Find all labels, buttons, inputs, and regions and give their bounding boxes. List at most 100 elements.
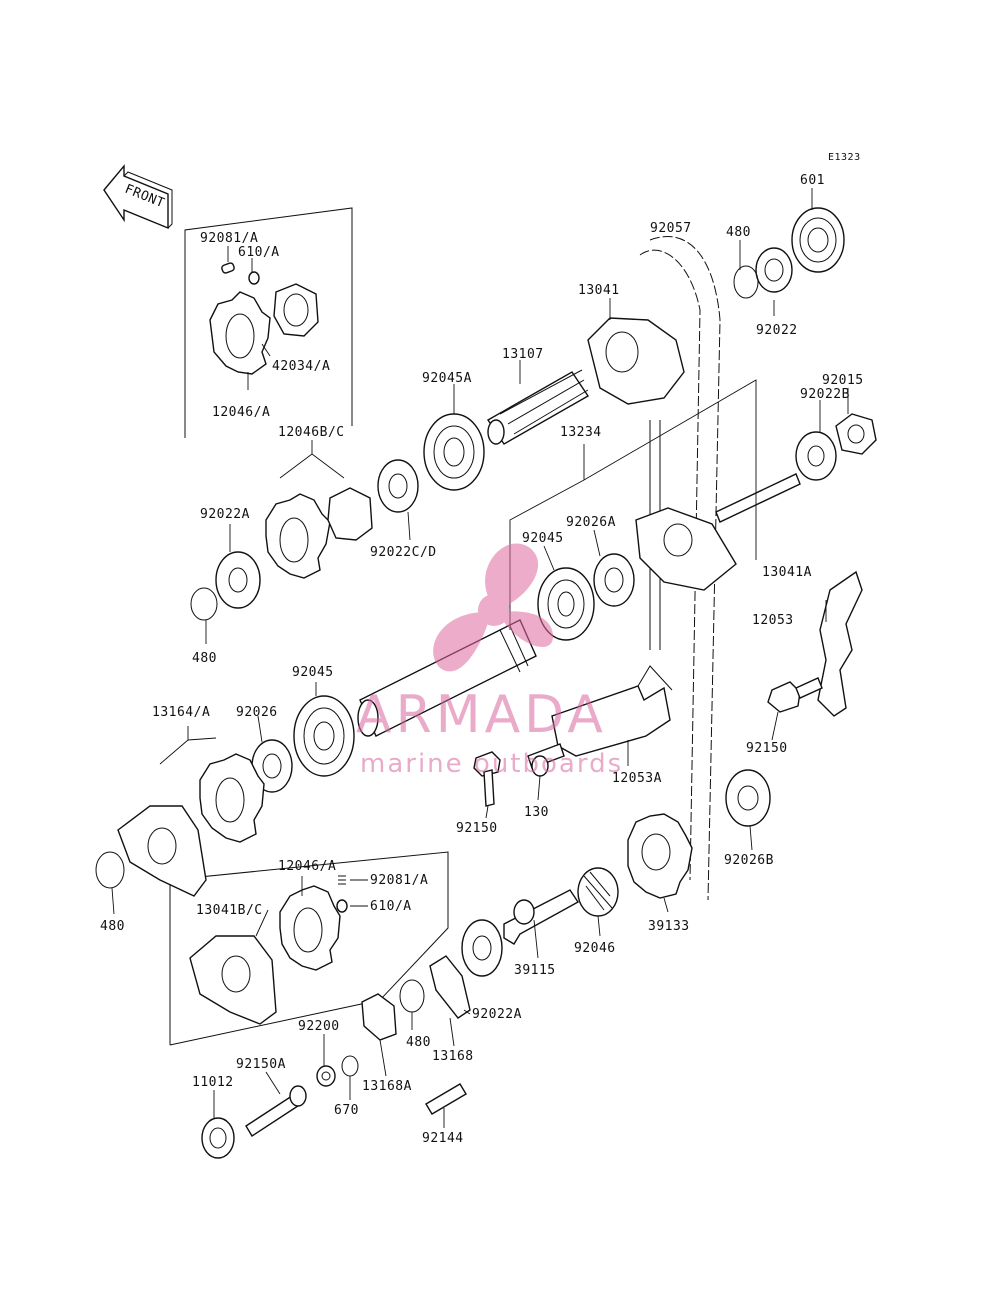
part-label-13164a: 13164/A (152, 705, 210, 720)
part-label-601: 601 (800, 173, 825, 188)
part-label-13168a: 13168A (362, 1079, 412, 1094)
part-label-92150-right: 92150 (746, 741, 788, 756)
part-label-92022cd: 92022C/D (370, 545, 437, 560)
hub-12046bc (327, 487, 373, 541)
part-label-13107: 13107 (502, 347, 544, 362)
part-label-12046bc: 12046B/C (278, 425, 345, 440)
part-label-610a: 610/A (238, 245, 280, 260)
part-label-13234: 13234 (560, 425, 602, 440)
sprocket-12046a-top (209, 291, 271, 375)
part-label-92081a-low: 92081/A (370, 873, 428, 888)
circlip-480-top (733, 265, 759, 299)
part-label-92022b: 92022B (800, 387, 850, 402)
bolt-92150a (245, 1085, 307, 1137)
part-label-92026a: 92026A (566, 515, 616, 530)
part-label-11012: 11012 (192, 1075, 234, 1090)
part-label-92200: 92200 (298, 1019, 340, 1034)
group-box-bottom (169, 851, 449, 1046)
part-label-92015: 92015 (822, 373, 864, 388)
spring-92081-low (338, 875, 346, 885)
part-label-92150a: 92150A (236, 1057, 286, 1072)
part-label-92022a: 92022A (200, 507, 250, 522)
nut-92015 (835, 413, 877, 455)
sprocket-39133 (627, 813, 693, 899)
hub-42034a (273, 283, 319, 337)
part-labels: E1323 601 92057 480 92022 13041 92081/A … (100, 152, 864, 1146)
part-label-13041: 13041 (578, 283, 620, 298)
washer-92022a-left (215, 551, 261, 609)
washer-92022-top (755, 247, 793, 293)
pin-92081-top (221, 262, 235, 274)
shaft-13041a (635, 473, 801, 591)
part-label-92057: 92057 (650, 221, 692, 236)
part-label-13168: 13168 (432, 1049, 474, 1064)
leader-lines (111, 188, 849, 1128)
part-label-480: 480 (726, 225, 751, 240)
bearing-92045a (423, 413, 485, 491)
plate-13168 (429, 955, 471, 1019)
diagram-code: E1323 (828, 152, 861, 163)
part-label-480-bl: 480 (100, 919, 125, 934)
washer-92022b (795, 431, 837, 481)
part-label-92045-low: 92045 (292, 665, 334, 680)
part-label-92150-mid: 92150 (456, 821, 498, 836)
shaft-39115 (503, 889, 580, 945)
part-label-92045a: 92045A (422, 371, 472, 386)
bolt-92150-right (767, 677, 823, 713)
part-label-130: 130 (524, 805, 549, 820)
part-label-12046a: 12046/A (212, 405, 270, 420)
bracket-12053 (817, 570, 863, 717)
part-label-92022: 92022 (756, 323, 798, 338)
sprocket-13164a (199, 753, 265, 843)
part-label-92144: 92144 (422, 1131, 464, 1146)
bearing-92045-low (293, 695, 355, 777)
armada-watermark: ARMADA marine outboards (356, 543, 623, 779)
part-label-670: 670 (334, 1103, 359, 1118)
part-label-42034a: 42034/A (272, 359, 330, 374)
circlip-480-left (190, 587, 218, 621)
part-label-92046: 92046 (574, 941, 616, 956)
circlip-480-low (399, 979, 425, 1013)
circlip-670 (341, 1055, 359, 1077)
washer-92026b (725, 769, 771, 827)
washer-92022cd (377, 459, 419, 513)
washer-92022a-low (461, 919, 503, 977)
front-arrow-icon: FRONT (103, 164, 173, 230)
part-label-12053a: 12053A (612, 771, 662, 786)
bolt-92150-mid (473, 751, 501, 807)
bearing-601 (791, 207, 845, 273)
main-shaft (357, 619, 537, 737)
part-label-12053: 12053 (752, 613, 794, 628)
part-label-92026: 92026 (236, 705, 278, 720)
group-box-top-left (184, 207, 353, 438)
sprocket-12046bc (265, 493, 331, 579)
needle-bearing-13107 (487, 369, 589, 445)
cap-11012 (201, 1117, 235, 1159)
watermark-tagline: marine outboards (360, 749, 623, 779)
part-label-39115: 39115 (514, 963, 556, 978)
stud-130 (527, 743, 565, 777)
sprocket-12046a-low (279, 885, 341, 971)
cam-13164a (117, 805, 207, 897)
pin-610-top (248, 271, 260, 285)
propeller-logo-icon (433, 543, 554, 672)
bearing-92046 (577, 867, 619, 917)
part-label-12046a-low: 12046/A (278, 859, 336, 874)
watermark-brand: ARMADA (356, 685, 607, 745)
part-label-92081a: 92081/A (200, 231, 258, 246)
washer-92200 (316, 1065, 336, 1087)
part-label-480-low: 480 (406, 1035, 431, 1050)
part-label-92045: 92045 (522, 531, 564, 546)
plate-13168a (361, 993, 397, 1041)
cam-13041bc (189, 935, 277, 1025)
part-label-610a-low: 610/A (370, 899, 412, 914)
part-label-39133: 39133 (648, 919, 690, 934)
part-label-13041a: 13041A (762, 565, 812, 580)
part-label-13041bc: 13041B/C (196, 903, 263, 918)
cam-13041 (587, 317, 685, 405)
bearing-92045-mid (537, 567, 595, 641)
guide-12053a (551, 665, 673, 757)
pin-610-low (336, 899, 348, 913)
